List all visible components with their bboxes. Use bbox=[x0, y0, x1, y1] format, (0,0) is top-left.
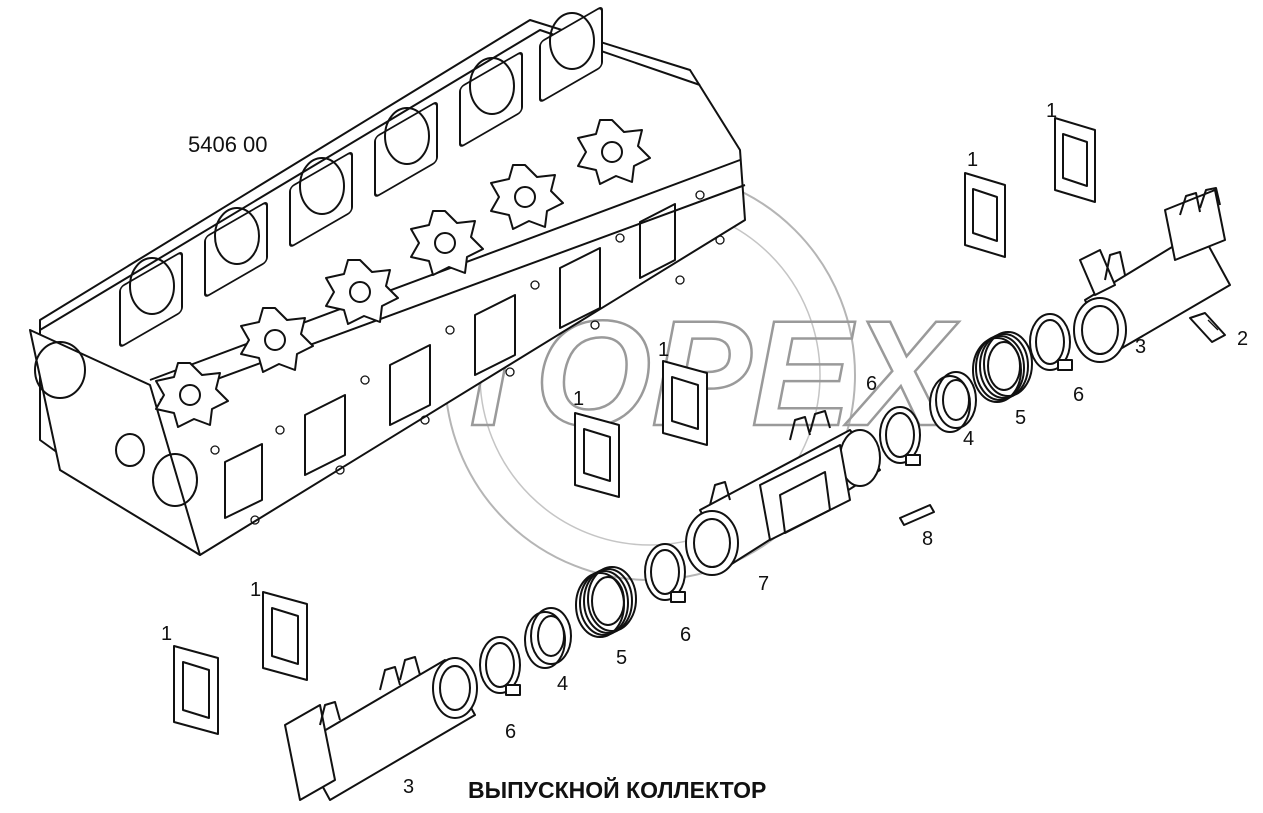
drawing-caption: ВЫПУСКНОЙ КОЛЛЕКТОР bbox=[468, 776, 766, 803]
manifold-rear bbox=[1073, 187, 1231, 363]
gasket-upper-right-a bbox=[964, 172, 1006, 258]
callout-6: 6 bbox=[505, 721, 516, 743]
side-bolt-holes bbox=[210, 190, 725, 525]
callout-3: 3 bbox=[403, 776, 414, 798]
manifold-center bbox=[685, 410, 881, 576]
callout-8: 8 bbox=[922, 528, 933, 550]
joint-lower bbox=[479, 543, 686, 696]
assembly-code: 5406 00 bbox=[188, 132, 268, 157]
bolt bbox=[1189, 312, 1226, 343]
clamp-right-a bbox=[1029, 313, 1073, 371]
callout-1: 1 bbox=[250, 579, 261, 601]
joint-right bbox=[879, 313, 1073, 466]
callout-6: 6 bbox=[680, 624, 691, 646]
injector-bosses bbox=[155, 119, 651, 428]
gaskets bbox=[173, 117, 1096, 735]
callout-4: 4 bbox=[963, 428, 974, 450]
sleeve-lower bbox=[524, 607, 572, 669]
gasket-center-b bbox=[662, 360, 708, 446]
callout-2: 2 bbox=[1237, 328, 1248, 350]
gasket-center-a bbox=[574, 412, 620, 498]
sleeve-right bbox=[929, 371, 977, 433]
callout-1: 1 bbox=[967, 149, 978, 171]
callout-6: 6 bbox=[866, 373, 877, 395]
callout-7: 7 bbox=[758, 573, 769, 595]
head-end-bore-2 bbox=[152, 453, 198, 507]
clamp-center bbox=[644, 543, 686, 603]
cylinder-head bbox=[29, 7, 746, 556]
callout-5: 5 bbox=[1015, 407, 1026, 429]
valve-towers bbox=[119, 7, 603, 347]
gasket-lower-b bbox=[262, 591, 308, 681]
callout-3: 3 bbox=[1135, 336, 1146, 358]
callout-1: 1 bbox=[1046, 100, 1057, 122]
head-end-face bbox=[29, 329, 201, 556]
gasket-lower-a bbox=[173, 645, 219, 735]
callout-5: 5 bbox=[616, 647, 627, 669]
head-top-edge bbox=[39, 29, 701, 331]
callout-1: 1 bbox=[161, 623, 172, 645]
stud bbox=[899, 504, 935, 526]
callout-labels: 1 1 2 3 6 6 5 4 1 1 7 8 6 5 4 6 1 1 3 bbox=[161, 100, 1248, 798]
callout-6: 6 bbox=[1073, 384, 1084, 406]
gasket-upper-right-b bbox=[1054, 117, 1096, 203]
callout-1: 1 bbox=[658, 339, 669, 361]
exhaust-ports bbox=[224, 203, 676, 519]
bellows-right bbox=[972, 331, 1033, 403]
callout-4: 4 bbox=[557, 673, 568, 695]
clamp-lower bbox=[479, 636, 521, 696]
manifold-front bbox=[284, 656, 478, 801]
clamp-right-b bbox=[879, 406, 921, 466]
head-end-bore-3 bbox=[115, 433, 145, 467]
callout-1: 1 bbox=[573, 388, 584, 410]
head-deck-line-2 bbox=[159, 184, 746, 401]
head-end-bore bbox=[34, 341, 86, 399]
bellows-lower bbox=[575, 566, 637, 638]
